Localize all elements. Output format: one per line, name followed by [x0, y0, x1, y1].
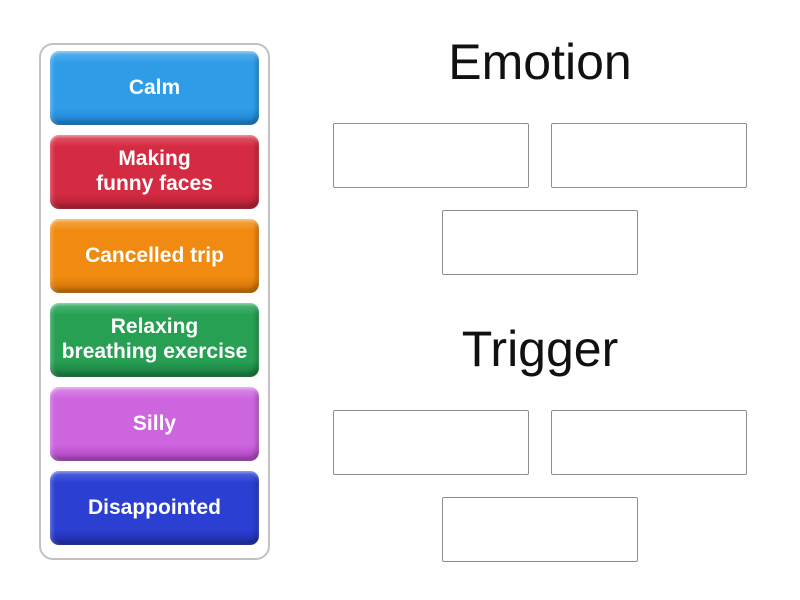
tile-label: Calm [128, 75, 181, 99]
group-title-trigger: Trigger [461, 321, 619, 377]
drop-zone-row-trigger [330, 410, 750, 562]
drop-zone[interactable] [333, 123, 529, 188]
drop-zone[interactable] [551, 410, 747, 475]
group-trigger: Trigger [330, 320, 750, 562]
draggable-tile[interactable]: Silly [50, 387, 259, 461]
drop-zone[interactable] [551, 123, 747, 188]
drop-zone[interactable] [442, 497, 638, 562]
drop-zone[interactable] [442, 210, 638, 275]
draggable-tile[interactable]: Relaxing breathing exercise [50, 303, 259, 377]
tile-label: Disappointed [87, 495, 221, 519]
draggable-tile[interactable]: Disappointed [50, 471, 259, 545]
tile-panel: Calm Making funny faces Cancelled trip R… [39, 43, 270, 560]
tile-label: Relaxing breathing exercise [61, 315, 248, 363]
draggable-tile[interactable]: Cancelled trip [50, 219, 259, 293]
draggable-tile[interactable]: Calm [50, 51, 259, 125]
tile-label: Making funny faces [96, 147, 213, 195]
group-emotion: Emotion [330, 33, 750, 275]
drop-zone[interactable] [333, 410, 529, 475]
tile-label: Cancelled trip [85, 243, 224, 267]
tile-label: Silly [132, 411, 177, 435]
draggable-tile[interactable]: Making funny faces [50, 135, 259, 209]
drop-zone-row-emotion [330, 123, 750, 275]
group-title-emotion: Emotion [448, 34, 632, 90]
